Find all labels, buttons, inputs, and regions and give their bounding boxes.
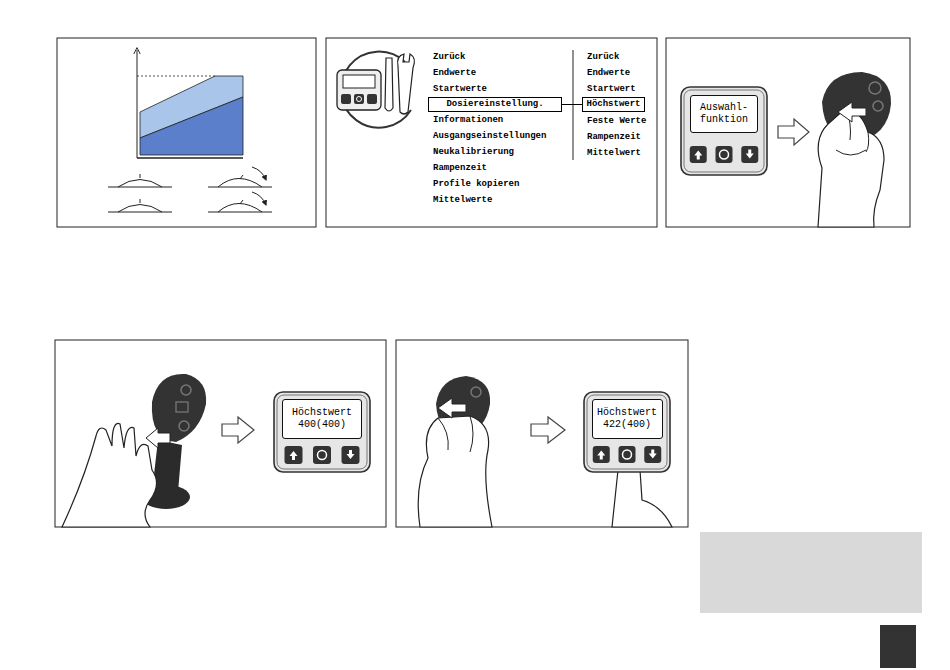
display-text: 400(400) [298,419,346,431]
settings-icon [337,52,414,128]
panel [396,340,688,527]
connector [562,104,582,105]
display-screen: Höchstwert400(400) [282,399,362,439]
hollow-arrow [222,417,254,443]
menu-item: Zurück [587,52,619,63]
menu-item: Startwerte [433,84,487,95]
menu-item: Mittelwert [587,148,641,159]
control-unit [274,392,370,472]
ramp-chart [137,50,243,158]
display-text: Höchstwert [597,407,657,419]
menu-item: Endwerte [433,68,476,79]
menu-item-selected: Höchstwert [582,97,645,112]
menu-item: Startwert [587,84,636,95]
control-unit [681,87,767,175]
menu-item: Zurück [433,52,465,63]
display-text: 422(400) [603,419,651,431]
menu-item: Rampenzeit [587,132,641,143]
menu-item: Informationen [433,115,503,126]
joystick-hand [818,72,891,227]
page-tab [880,625,916,668]
display-text: Auswahl- funktion [696,102,752,126]
panel [57,38,316,227]
joystick-symbols [108,167,272,212]
control-unit [584,392,670,472]
joystick-hand [418,376,672,527]
hollow-arrow [778,119,809,145]
menu-item: Endwerte [587,68,630,79]
display-text: Höchstwert [292,407,352,419]
hollow-arrow [531,417,565,443]
menu-item: Rampenzeit [433,163,487,174]
menu-item: Feste Werte [587,116,646,127]
menu-item: Neukalibrierung [433,147,514,158]
grey-box [700,532,922,613]
display-screen: Höchstwert422(400) [592,399,663,439]
panel [666,38,910,227]
menu-item: Ausgangseinstellungen [433,131,546,142]
menu-item-selected: Dosiereinstellung. [428,97,562,112]
display-screen: Auswahl- funktion [690,95,758,133]
joystick-hand [62,374,206,527]
menu-item: Mittelwerte [433,195,492,206]
panel [326,38,657,227]
menu-item: Profile kopieren [433,179,519,190]
display-text: Dosiereinstellung. [446,99,543,110]
display-text: Höchstwert [586,99,640,110]
panel [55,340,386,527]
